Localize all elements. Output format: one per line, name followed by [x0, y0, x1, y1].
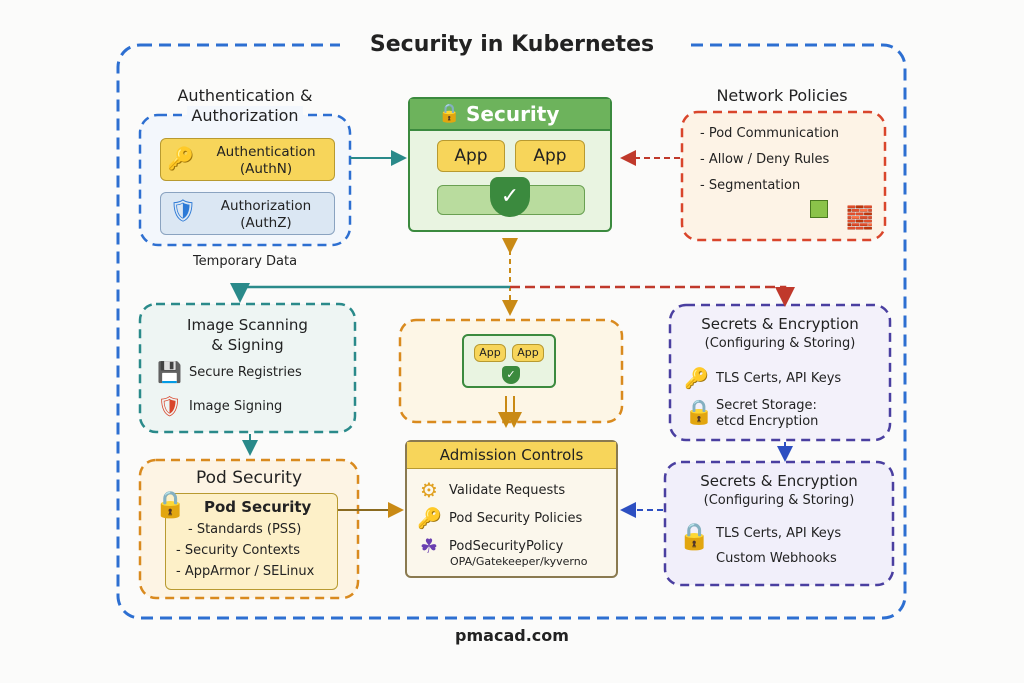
admission-header [407, 442, 616, 469]
etcd-encryption-label: etcd Encryption [716, 414, 819, 429]
secrets1-subtitle: (Configuring & Storing) [704, 336, 856, 351]
webhook-icon: ☘ [420, 534, 438, 558]
registry-search-icon: 💾 [157, 360, 182, 384]
authn-box: 🔑 Authentication(AuthN) [160, 138, 335, 181]
mini-app-1: App [474, 344, 506, 362]
secrets1-item: Secret Storage:etcd Encryption [716, 398, 818, 430]
mini-app-2: App [512, 344, 544, 362]
footer-site: pmacad.com [455, 626, 569, 645]
branch-left-arrow [230, 283, 510, 303]
shield-check-icon: 🛡 [169, 199, 197, 224]
lock-icon: 🔒 [438, 103, 461, 124]
image-title-line2: & Signing [211, 336, 284, 354]
padlock-icon: 🔒 [154, 490, 187, 520]
pod-item: - Security Contexts [176, 543, 301, 558]
diagram-title: Security in Kubernetes [340, 32, 684, 57]
pod-title: Pod Security [195, 468, 303, 488]
security-title: Security [466, 102, 560, 126]
security-header [410, 99, 610, 131]
admission-title: Admission Controls [439, 446, 584, 464]
image-frame [138, 302, 357, 434]
admission-panel: Admission Controls ⚙ Validate Requests 🔑 P… [405, 440, 618, 578]
gear-icon: ⚙ [420, 478, 438, 502]
cube-icon [810, 200, 828, 218]
admission-row: ☘ PodSecurityPolicy [417, 534, 563, 558]
app-box-1: App [437, 140, 505, 172]
image-item: Secure Registries [189, 364, 302, 380]
image-row: 🛡 Image Signing [157, 394, 282, 418]
secret-storage-label: Secret Storage: [716, 398, 817, 413]
secrets2-subtitle: (Configuring & Storing) [703, 493, 855, 508]
authz-label: Authorization [220, 198, 312, 214]
admission-item: PodSecurityPolicy [449, 538, 564, 554]
pod-item: - AppArmor / SELinux [176, 564, 315, 579]
padlock-icon: 🔒 [684, 398, 714, 426]
shield-icon: 🛡 [157, 394, 183, 418]
auth-title: Authentication &Authorization [140, 86, 350, 126]
image-title: Image Scanning & Signing [140, 315, 355, 355]
temporary-data-note: Temporary Data [192, 254, 298, 269]
authz-abbr: (AuthZ) [240, 215, 292, 231]
image-item: Image Signing [189, 398, 283, 414]
secrets2-title: Secrets & Encryption [700, 472, 858, 490]
firewall-icon: 🧱 [846, 206, 874, 231]
network-item: - Pod Communication [700, 126, 840, 141]
admission-subitem: OPA/Gatekeeper/kyverno [450, 555, 588, 568]
secrets2-item: TLS Certs, API Keys [716, 526, 842, 541]
authn-label: Authentication [216, 144, 316, 160]
authz-box: 🛡 Authorization(AuthZ) [160, 192, 335, 235]
authn-abbr: (AuthN) [239, 161, 293, 177]
secrets1-row: 🔒Secret Storage:etcd Encryption [684, 398, 818, 430]
admission-row: 🔑 Pod Security Policies [417, 506, 582, 530]
admission-item: Validate Requests [449, 482, 566, 498]
app-box-2: App [515, 140, 585, 172]
mini-security-window: App App ✓ [462, 334, 556, 388]
branch-right-arrow [510, 285, 795, 307]
admission-row: ⚙ Validate Requests [417, 478, 565, 502]
auth-title-line2: Authorization [187, 106, 303, 125]
admission-item: Pod Security Policies [449, 510, 583, 526]
secrets2-frame [663, 460, 895, 587]
pod-item: - Standards (PSS) [188, 522, 302, 537]
shield-check-icon: ✓ [502, 366, 520, 384]
key-icon: 🔑 [417, 506, 442, 530]
network-frame [680, 110, 887, 242]
image-row: 💾 Secure Registries [157, 360, 302, 384]
padlock-icon: 🔒 [678, 522, 711, 552]
shield-check-icon: ✓ [490, 177, 530, 217]
key-icon: 🔑 [167, 147, 195, 172]
auth-title-line1: Authentication & [177, 86, 313, 105]
secrets1-title: Secrets & Encryption [701, 315, 859, 333]
network-title: Network Policies [716, 86, 848, 105]
network-item: - Allow / Deny Rules [700, 152, 830, 167]
image-title-line1: Image Scanning [187, 316, 308, 334]
secrets1-item: TLS Certs, API Keys [716, 370, 842, 386]
key-icon: 🔑 [684, 366, 709, 390]
pod-inner-title: Pod Security [204, 498, 312, 516]
network-item: - Segmentation [700, 178, 801, 193]
security-panel: 🔒 Security App App ✓ [408, 97, 612, 232]
secrets2-item: Custom Webhooks [716, 551, 837, 566]
pod-security-card: Pod Security - Standards (PSS) - Securit… [165, 493, 338, 590]
secrets1-row: 🔑 TLS Certs, API Keys [684, 366, 841, 390]
